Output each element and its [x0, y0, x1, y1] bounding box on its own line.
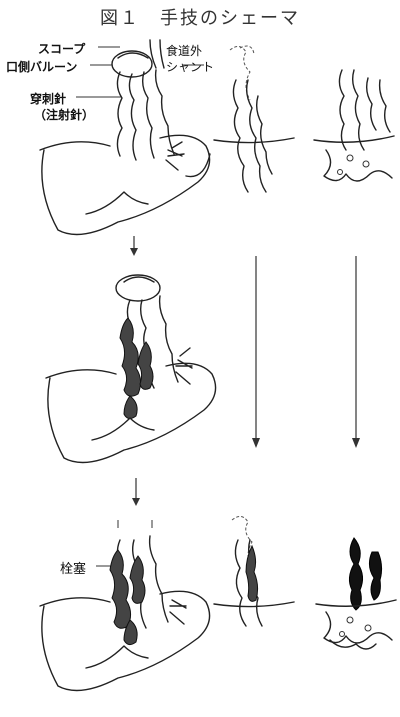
panel-1-varices	[314, 70, 394, 181]
arrow-2-to-3	[132, 478, 140, 506]
panel-3-shunt	[214, 516, 294, 626]
arrow-1-to-2	[130, 236, 138, 256]
panel-3-varices-embolized	[316, 538, 396, 649]
panel-1-shunt	[214, 46, 294, 192]
panel-1-stomach-esophagus	[40, 40, 210, 235]
arrow-right-long	[352, 256, 360, 448]
panel-3-embolized	[40, 520, 210, 691]
panel-2-injection	[46, 275, 216, 463]
arrow-center-long	[252, 256, 260, 448]
